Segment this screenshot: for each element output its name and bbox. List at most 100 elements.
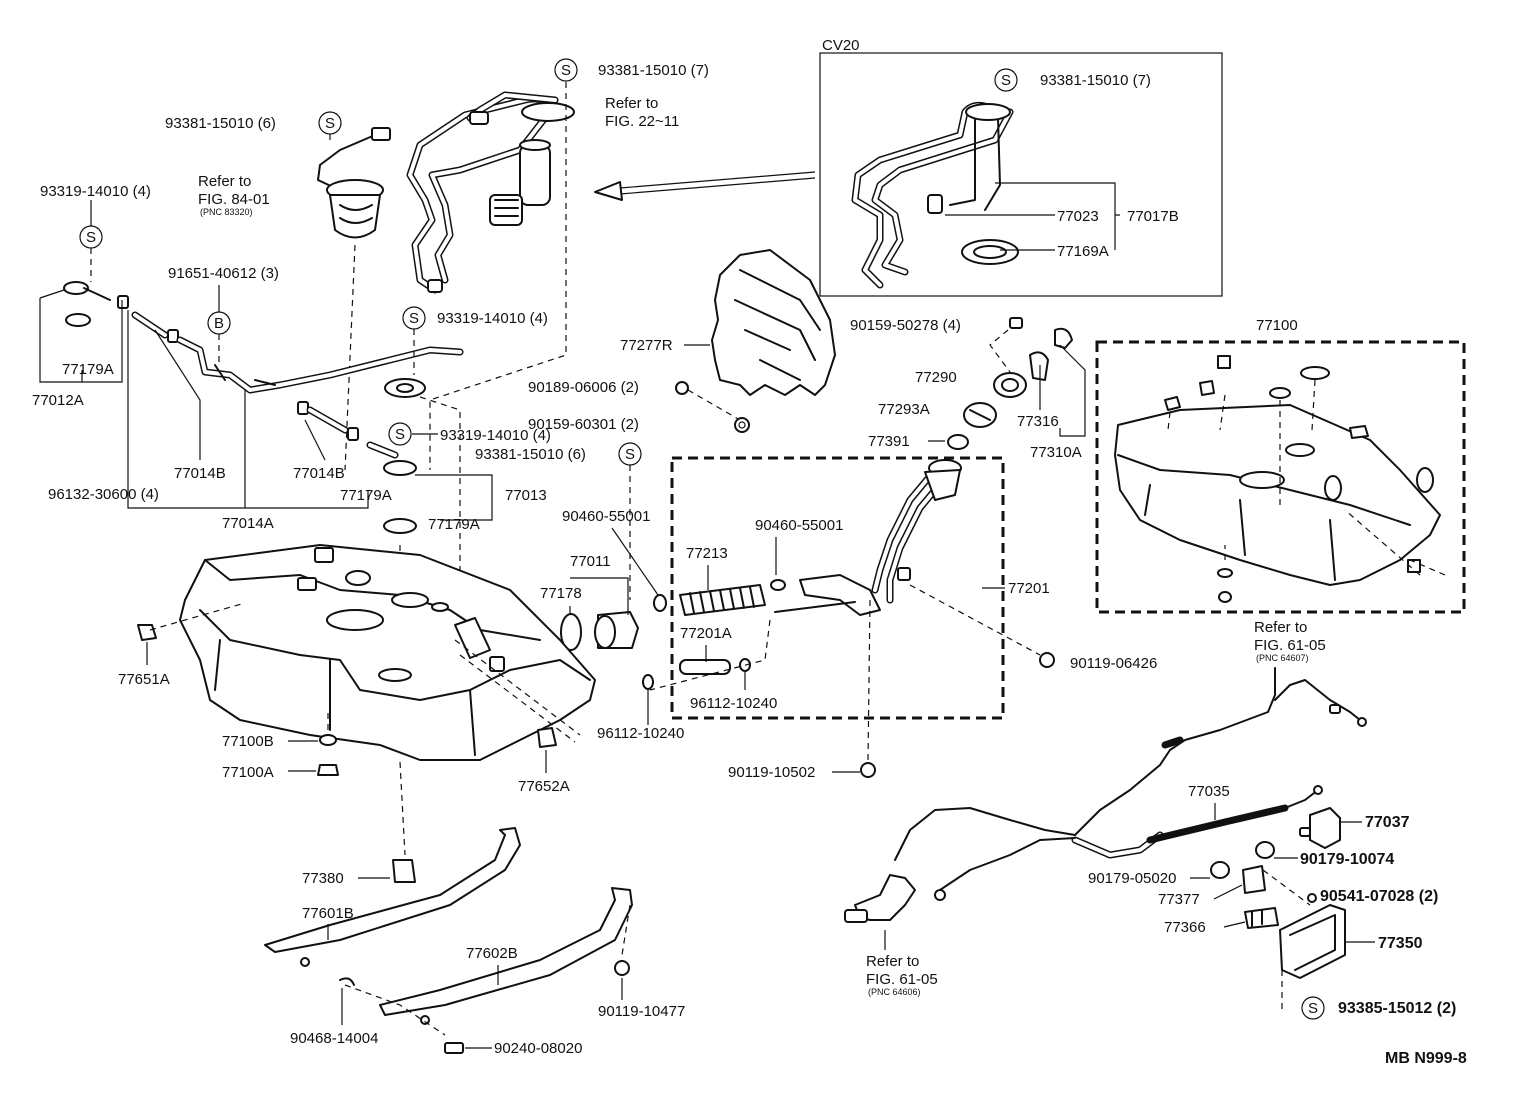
label-91651: 91651-40612 (3) — [168, 265, 279, 282]
vent-valve-icon — [366, 378, 426, 534]
label-77179a-low: 77179A — [428, 516, 480, 533]
label-93319-mid1: 93319-14010 (4) — [437, 310, 548, 327]
label-90179-10074: 90179-10074 — [1300, 851, 1394, 868]
label-90119-10477: 90119-10477 — [598, 1003, 685, 1020]
s-symbol-left: S — [86, 229, 96, 246]
s-symbol-top: S — [561, 62, 571, 79]
b-symbol: B — [214, 315, 224, 332]
label-90541: 90541-07028 (2) — [1320, 888, 1438, 905]
label-90179-05020: 90179-05020 — [1088, 870, 1176, 887]
label-93385: 93385-15012 (2) — [1338, 1000, 1456, 1017]
label-cv20: CV20 — [822, 37, 860, 54]
label-77169a: 77169A — [1057, 243, 1109, 260]
fuel-lid-cable-icon — [844, 667, 1367, 923]
label-refer-to-61-b: Refer to — [866, 953, 919, 970]
s-symbol-lid: S — [1308, 1000, 1318, 1017]
label-77179a-left: 77179A — [62, 361, 114, 378]
label-77037: 77037 — [1365, 814, 1410, 831]
label-77310a: 77310A — [1030, 444, 1082, 461]
label-90159-60301: 90159-60301 (2) — [528, 416, 639, 433]
fuel-pump-sender-icon — [406, 91, 575, 294]
label-90189: 90189-06006 (2) — [528, 379, 639, 396]
label-77014a: 77014A — [222, 515, 274, 532]
fuel-tank-icon — [179, 544, 596, 761]
label-90119-10502: 90119-10502 — [728, 764, 815, 781]
label-77380: 77380 — [302, 870, 344, 887]
label-77290: 77290 — [915, 369, 957, 386]
label-90240: 90240-08020 — [494, 1040, 582, 1057]
label-77100: 77100 — [1256, 317, 1298, 334]
label-77201a: 77201A — [680, 625, 732, 642]
label-77023: 77023 — [1057, 208, 1099, 225]
s-symbol-mid1: S — [409, 310, 419, 327]
label-77201: 77201 — [1008, 580, 1050, 597]
label-93381-mid: 93381-15010 (6) — [475, 446, 586, 463]
label-77277r: 77277R — [620, 337, 673, 354]
label-90460-left: 90460-55001 — [562, 508, 650, 525]
s-symbol-gauge: S — [325, 115, 335, 132]
label-77602b: 77602B — [466, 945, 518, 962]
label-77651a: 77651A — [118, 671, 170, 688]
label-fig-61-05-a: FIG. 61-05 — [1254, 637, 1326, 654]
label-77100b: 77100B — [222, 733, 274, 750]
cv20-s-symbol: S — [1001, 72, 1011, 89]
label-77035: 77035 — [1188, 783, 1230, 800]
inset-reference-arrow — [594, 171, 816, 201]
label-96112-left: 96112-10240 — [597, 725, 684, 742]
label-93381-gauge: 93381-15010 (6) — [165, 115, 276, 132]
label-93381-top: 93381-15010 (7) — [598, 62, 709, 79]
vent-tube-assembly-icon — [63, 281, 464, 441]
label-90119-06426: 90119-06426 — [1070, 655, 1157, 672]
filler-pipe-icon — [774, 459, 962, 616]
label-93319-mid2: 93319-14010 (4) — [440, 427, 551, 444]
label-77012a: 77012A — [32, 392, 84, 409]
cv20-inset-frame — [819, 52, 1223, 297]
label-cv20-93381: 93381-15010 (7) — [1040, 72, 1151, 89]
heat-shield-icon — [711, 249, 836, 396]
label-77011: 77011 — [570, 553, 611, 570]
label-fig-84-01: FIG. 84-01 — [198, 191, 270, 208]
label-77014b-right: 77014B — [293, 465, 345, 482]
label-77017b: 77017B — [1127, 208, 1179, 225]
label-77652a: 77652A — [518, 778, 570, 795]
label-pnc-83320: (PNC 83320) — [200, 207, 253, 217]
label-fig-22-11: FIG. 22~11 — [605, 113, 679, 130]
label-77377: 77377 — [1158, 891, 1200, 908]
label-77179a-mid: 77179A — [340, 487, 392, 504]
cv20-sender-gauge-icon — [851, 102, 1019, 289]
label-77316: 77316 — [1017, 413, 1059, 430]
label-77100a: 77100A — [222, 764, 274, 781]
label-77013: 77013 — [505, 487, 547, 504]
tank-inlet-parts-icon — [560, 594, 667, 651]
label-77601b: 77601B — [302, 905, 354, 922]
label-90468: 90468-14004 — [290, 1030, 378, 1047]
diagram-code: MB N999-8 — [1385, 1050, 1467, 1067]
label-77350: 77350 — [1378, 935, 1423, 952]
label-77178: 77178 — [540, 585, 582, 602]
filler-hose-icon — [642, 579, 786, 690]
label-90460-right: 90460-55001 — [755, 517, 843, 534]
filler-cap-parts-icon — [947, 327, 1073, 450]
label-refer-to-84: Refer to — [198, 173, 251, 190]
fuel-tank-assembly-icon — [1114, 355, 1441, 603]
label-96132: 96132-30600 (4) — [48, 486, 159, 503]
fuel-lid-opener-icon — [1210, 807, 1346, 979]
label-pnc-64606: (PNC 64606) — [868, 987, 921, 997]
s-symbol-mid3: S — [625, 446, 635, 463]
label-77391: 77391 — [868, 433, 910, 450]
label-77366: 77366 — [1164, 919, 1206, 936]
label-77014b-left: 77014B — [174, 465, 226, 482]
label-77213: 77213 — [686, 545, 728, 562]
fuel-gauge-sender-icon — [317, 127, 391, 239]
tank-strap-icon — [264, 827, 633, 1025]
label-93319-left: 93319-14010 (4) — [40, 183, 151, 200]
label-pnc-64607: (PNC 64607) — [1256, 653, 1309, 663]
label-refer-to-61-a: Refer to — [1254, 619, 1307, 636]
s-symbol-mid2: S — [395, 426, 405, 443]
label-96112-box: 96112-10240 — [690, 695, 777, 712]
label-fig-61-05-b: FIG. 61-05 — [866, 971, 938, 988]
label-refer-to-22: Refer to — [605, 95, 658, 112]
label-90159-50278: 90159-50278 (4) — [850, 317, 961, 334]
label-77293a: 77293A — [878, 401, 930, 418]
